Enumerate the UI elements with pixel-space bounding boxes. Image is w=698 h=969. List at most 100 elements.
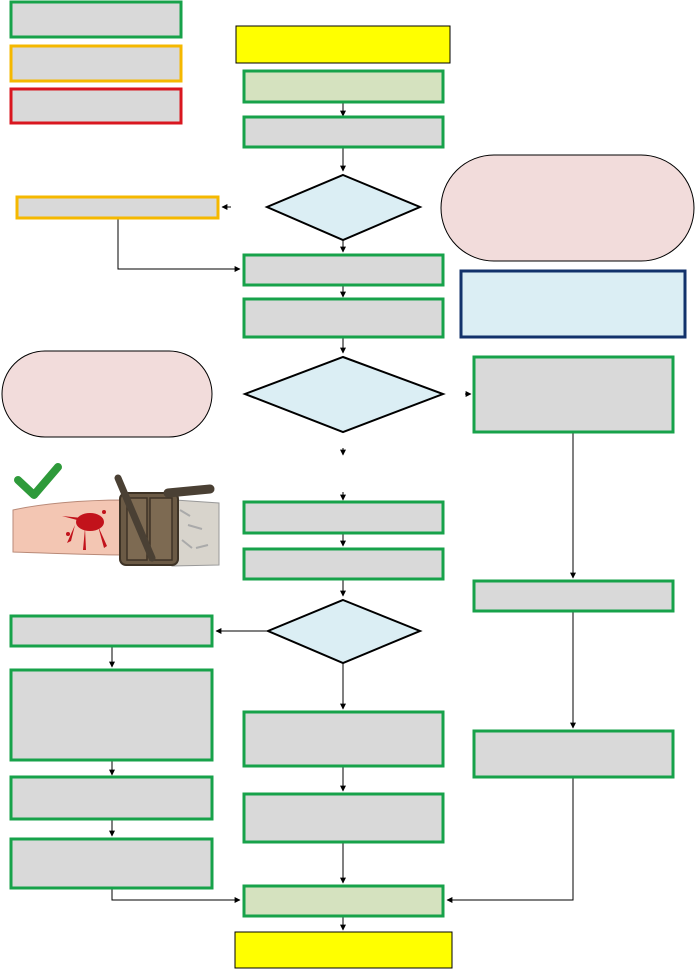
connector-left-to-final (111, 888, 241, 903)
corner-marker (342, 69, 345, 73)
corner-marker (9, 0, 13, 4)
corner-marker (571, 335, 575, 339)
corner-marker (441, 100, 445, 104)
corner-marker (342, 764, 345, 768)
corner-marker (9, 644, 13, 648)
corner-marker (210, 614, 214, 618)
corner-marker (210, 775, 214, 779)
corner-marker (572, 579, 575, 583)
step-box-1 (242, 69, 445, 104)
corner-marker (9, 121, 13, 125)
right-step-box-2 (472, 579, 675, 613)
corner-marker (210, 644, 214, 648)
corner-marker (9, 614, 13, 618)
corner-marker (110, 886, 113, 890)
corner-marker (116, 216, 119, 220)
tourniquet-illustration (12, 463, 220, 567)
corner-marker (441, 500, 445, 504)
step-box-7 (242, 710, 445, 768)
corner-marker (342, 792, 345, 796)
corner-marker (94, 87, 98, 91)
corner-marker (15, 216, 19, 220)
pink-rounded-box-right (440, 154, 695, 262)
corner-marker (242, 100, 246, 104)
corner-marker (572, 355, 575, 359)
corner-marker (242, 840, 246, 844)
corner-marker (242, 547, 246, 551)
decision-diamond-1 (264, 173, 423, 242)
decision-diamond-3 (265, 598, 423, 665)
corner-marker (572, 729, 575, 733)
blue-info-box (459, 269, 687, 339)
corner-marker (9, 35, 13, 39)
corner-marker (342, 297, 345, 301)
corner-marker (9, 837, 13, 841)
corner-marker (94, 44, 98, 48)
corner-marker (242, 577, 246, 581)
corner-marker (572, 775, 575, 779)
step-box-4 (242, 297, 445, 339)
corner-marker (179, 35, 183, 39)
corner-marker (179, 0, 183, 4)
corner-marker (671, 609, 675, 613)
corner-marker (242, 115, 246, 119)
corner-marker (242, 710, 246, 714)
corner-marker (342, 577, 345, 581)
corner-marker (110, 614, 113, 618)
corner-marker (472, 355, 476, 359)
corner-marker (210, 758, 214, 762)
right-step-box-3 (472, 729, 675, 779)
left-step-box-3 (9, 775, 214, 821)
corner-marker (441, 297, 445, 301)
legend-box-green (9, 0, 183, 39)
corner-marker (441, 253, 445, 257)
corner-marker (110, 644, 113, 648)
corner-marker (210, 886, 214, 890)
corner-marker (110, 758, 113, 762)
corner-marker (441, 115, 445, 119)
corner-marker (671, 430, 675, 434)
corner-marker (210, 837, 214, 841)
corner-marker (572, 609, 575, 613)
corner-marker (571, 269, 575, 273)
corner-marker (110, 817, 113, 821)
corner-marker (441, 710, 445, 714)
corner-marker (441, 547, 445, 551)
corner-marker (441, 884, 445, 888)
check-icon (14, 463, 62, 499)
corner-marker (210, 817, 214, 821)
corner-marker (242, 335, 246, 339)
corner-marker (671, 355, 675, 359)
corner-marker (671, 775, 675, 779)
start-box (235, 25, 451, 64)
corner-marker (9, 79, 13, 83)
corner-marker (472, 579, 476, 583)
corner-marker (671, 729, 675, 733)
corner-marker (179, 79, 183, 83)
corner-marker (110, 775, 113, 779)
corner-marker (572, 430, 575, 434)
corner-marker (342, 145, 345, 149)
corner-marker (94, 79, 98, 83)
left-step-box-2 (9, 668, 214, 762)
corner-marker (179, 121, 183, 125)
corner-marker (441, 69, 445, 73)
corner-marker (179, 44, 183, 48)
blood-splatter (62, 510, 107, 550)
step-box-3 (242, 253, 445, 287)
right-step-box-1 (472, 355, 675, 434)
corner-marker (342, 500, 345, 504)
corner-marker (683, 269, 687, 273)
legend-box-red (9, 87, 183, 125)
tourniquet-strap (114, 474, 215, 566)
corner-marker (472, 775, 476, 779)
corner-marker (242, 69, 246, 73)
corner-marker (342, 914, 345, 918)
box-corner-markers (9, 0, 687, 918)
corner-marker (9, 817, 13, 821)
legend-box-yellow (9, 44, 183, 83)
corner-marker (216, 195, 220, 199)
connector-right-to-final (446, 777, 574, 903)
corner-marker (216, 216, 220, 220)
